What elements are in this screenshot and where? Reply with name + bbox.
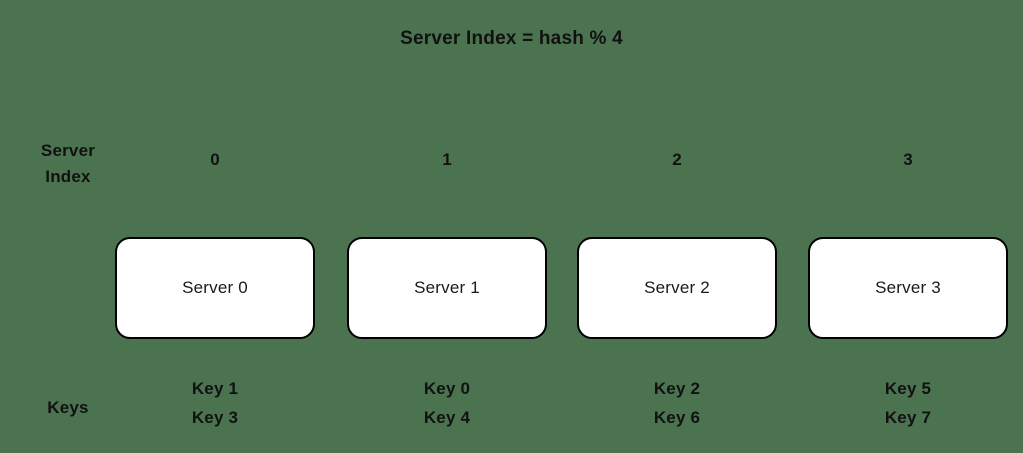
server-index-value-3: 3 (903, 150, 913, 169)
row-label-keys: Keys (47, 398, 89, 417)
server-column-2: 2 Server 2 Key 2 Key 6 (577, 0, 777, 453)
diagram-title: Server Index = hash % 4 (400, 28, 623, 49)
server-index-value-2: 2 (672, 150, 682, 169)
key-list-1: Key 0 Key 4 (347, 374, 547, 432)
row-label-server-index: Server Index (8, 138, 128, 190)
row-label-server-index-line1: Server (40, 141, 96, 160)
server-box-label-1: Server 1 (414, 278, 480, 297)
key-list-3: Key 5 Key 7 (808, 374, 1008, 432)
server-column-0: 0 Server 0 Key 1 Key 3 (115, 0, 315, 453)
server-index-value-0: 0 (210, 150, 220, 169)
server-box-label-0: Server 0 (182, 278, 248, 297)
key-item: Key 1 (191, 379, 239, 398)
key-item: Key 6 (653, 408, 701, 427)
key-item: Key 4 (423, 408, 471, 427)
server-box-0[interactable]: Server 0 (115, 237, 315, 339)
key-item: Key 0 (423, 379, 471, 398)
row-label-server-index-line2: Index (45, 167, 91, 186)
server-box-3[interactable]: Server 3 (808, 237, 1008, 339)
key-list-2: Key 2 Key 6 (577, 374, 777, 432)
server-column-3: 3 Server 3 Key 5 Key 7 (808, 0, 1008, 453)
server-column-1: 1 Server 1 Key 0 Key 4 (347, 0, 547, 453)
server-box-label-2: Server 2 (644, 278, 710, 297)
key-item: Key 3 (191, 408, 239, 427)
server-box-2[interactable]: Server 2 (577, 237, 777, 339)
key-list-0: Key 1 Key 3 (115, 374, 315, 432)
key-item: Key 5 (884, 379, 932, 398)
server-box-label-3: Server 3 (875, 278, 941, 297)
key-item: Key 2 (653, 379, 701, 398)
key-item: Key 7 (884, 408, 932, 427)
server-index-value-1: 1 (442, 150, 452, 169)
server-box-1[interactable]: Server 1 (347, 237, 547, 339)
